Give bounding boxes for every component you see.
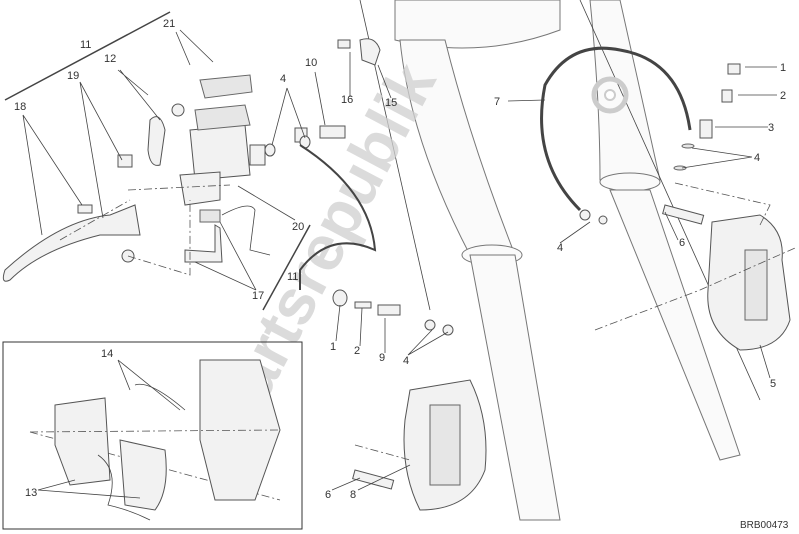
callout-18: 18 (14, 101, 26, 113)
callout-16: 16 (341, 94, 353, 106)
callout-13: 13 (25, 487, 37, 499)
callout-11: 11 (80, 39, 91, 51)
bleed-valve-parts (673, 63, 741, 171)
callout-2b: 2 (354, 345, 360, 357)
callout-10: 10 (305, 57, 317, 69)
callout-6: 6 (679, 237, 685, 249)
gear-icon (591, 76, 629, 114)
leader-lines (22, 29, 777, 499)
master-cylinder-assembly (2, 11, 377, 311)
callout-4c: 4 (557, 242, 563, 254)
left-caliper (29, 379, 487, 511)
callout-7: 7 (494, 96, 500, 108)
callout-11b: 11 (287, 271, 298, 283)
brake-hose (540, 46, 692, 212)
callout-14: 14 (101, 348, 113, 360)
callout-2: 2 (780, 90, 786, 102)
callout-15: 15 (385, 97, 397, 109)
callout-4d: 4 (403, 355, 409, 367)
callout-19: 19 (67, 70, 79, 82)
drawing-code: BRB00473 (740, 520, 789, 531)
banjo-fittings (332, 38, 454, 336)
callout-labels: 11 21 12 19 18 4 10 16 15 20 11 17 7 1 2… (14, 18, 789, 531)
callout-12: 12 (104, 53, 116, 65)
callout-4: 4 (280, 73, 286, 85)
callout-1: 1 (780, 62, 786, 74)
callout-4b: 4 (754, 152, 760, 164)
callout-3: 3 (768, 122, 774, 134)
right-caliper (594, 182, 796, 351)
callout-8: 8 (350, 489, 356, 501)
callout-21: 21 (163, 18, 175, 30)
callout-17: 17 (252, 290, 264, 302)
callout-5: 5 (770, 378, 776, 390)
callout-9: 9 (379, 352, 385, 364)
callout-1b: 1 (330, 341, 336, 353)
callout-20: 20 (292, 221, 304, 233)
inset-pads-detail (2, 341, 303, 530)
callout-6b: 6 (325, 489, 331, 501)
